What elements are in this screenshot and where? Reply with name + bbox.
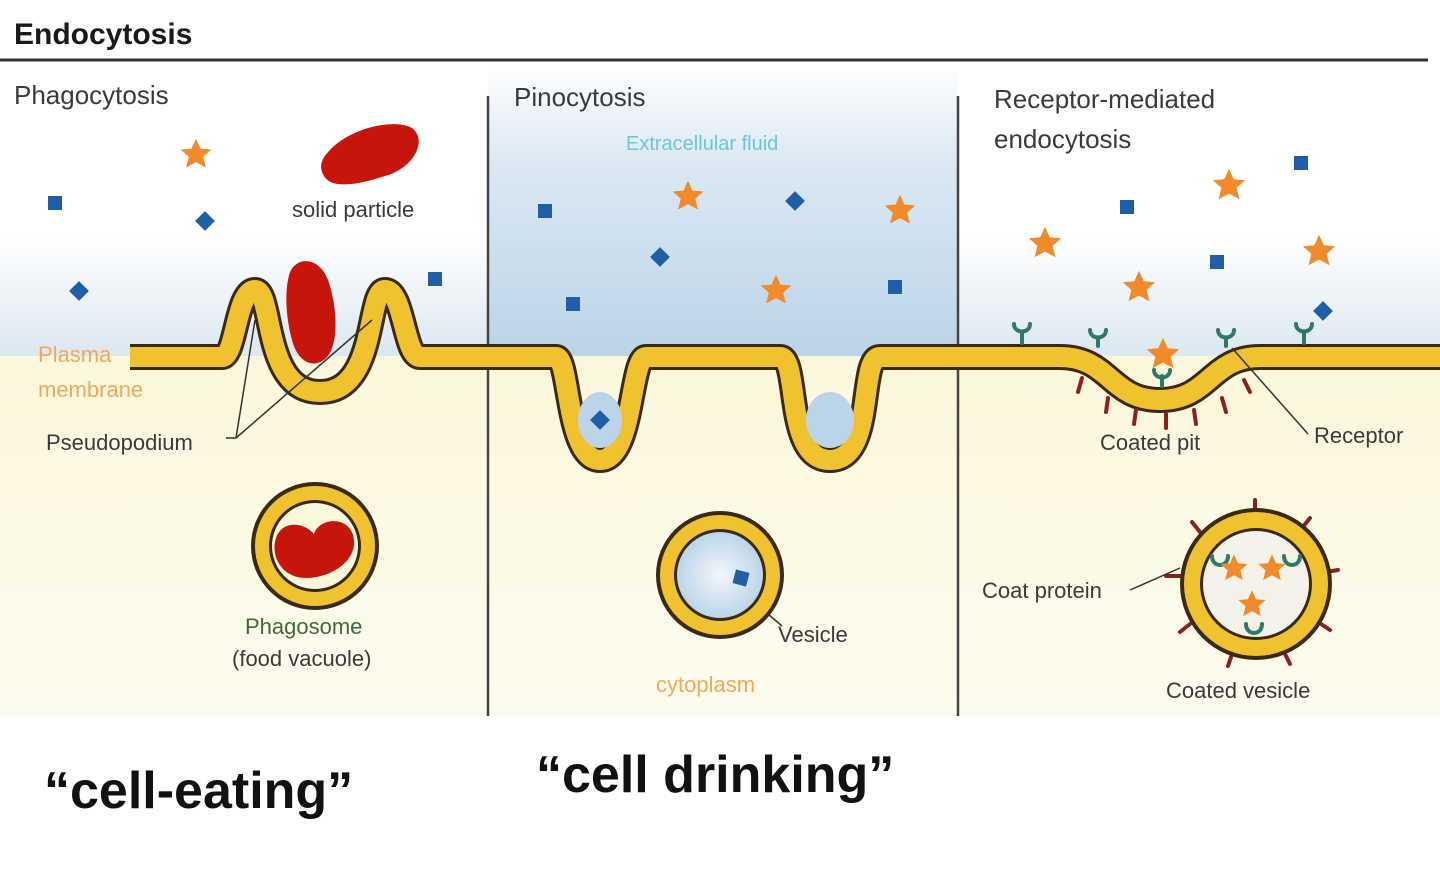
label-coated-vesicle: Coated vesicle (1166, 678, 1310, 703)
phagosome (251, 482, 379, 610)
caption-cell-eating: “cell-eating” (44, 762, 353, 820)
label-extracellular-fluid: Extracellular fluid (626, 133, 778, 155)
receptors (1012, 322, 1314, 388)
square-molecule (1210, 255, 1224, 269)
square-molecule (1294, 156, 1308, 170)
label-solid-particle: solid particle (292, 197, 414, 222)
square-molecule (1120, 200, 1134, 214)
coat-protein-pointer (1129, 567, 1181, 591)
heading-phagocytosis: Phagocytosis (14, 80, 169, 110)
label-plasma-membrane-2: membrane (38, 377, 143, 402)
extracellular-background-right (958, 62, 1440, 356)
coated-vesicle (1164, 498, 1340, 668)
plasma-membrane (130, 277, 1440, 473)
receptor-pointer (1231, 347, 1309, 435)
label-vesicle: Vesicle (778, 622, 848, 647)
square-molecule (538, 204, 552, 218)
label-phagosome-1: Phagosome (245, 614, 362, 639)
pocket-fluid-2 (806, 392, 854, 448)
label-phagosome-2: (food vacuole) (232, 646, 371, 671)
label-cytoplasm: cytoplasm (656, 672, 755, 697)
heading-receptor-mediated-2: endocytosis (994, 124, 1131, 154)
label-plasma-membrane-1: Plasma (38, 342, 112, 367)
heading-receptor-mediated-1: Receptor-mediated (994, 84, 1215, 114)
pseudopodium-pointer-2 (235, 319, 373, 439)
label-receptor: Receptor (1314, 423, 1403, 448)
coat-proteins-pit (1076, 376, 1252, 430)
square-molecule (428, 272, 442, 286)
vesicle-pointer (767, 613, 783, 627)
square-molecule (566, 297, 580, 311)
square-molecule (590, 410, 610, 430)
caption-background (0, 716, 1440, 869)
square-molecule (69, 281, 89, 301)
label-coated-pit: Coated pit (1100, 430, 1200, 455)
engulfed-particle (286, 261, 336, 364)
square-molecule (888, 280, 902, 294)
square-molecule (48, 196, 62, 210)
diagram-title: Endocytosis (14, 18, 192, 51)
square-molecule (1313, 301, 1333, 321)
pinocytosis-vesicle (656, 511, 784, 639)
label-coat-protein: Coat protein (982, 578, 1102, 603)
square-molecule (195, 211, 215, 231)
label-pseudopodium: Pseudopodium (46, 430, 193, 455)
caption-cell-drinking: “cell drinking” (536, 746, 894, 804)
heading-pinocytosis: Pinocytosis (514, 82, 646, 112)
solid-particle (321, 124, 419, 185)
